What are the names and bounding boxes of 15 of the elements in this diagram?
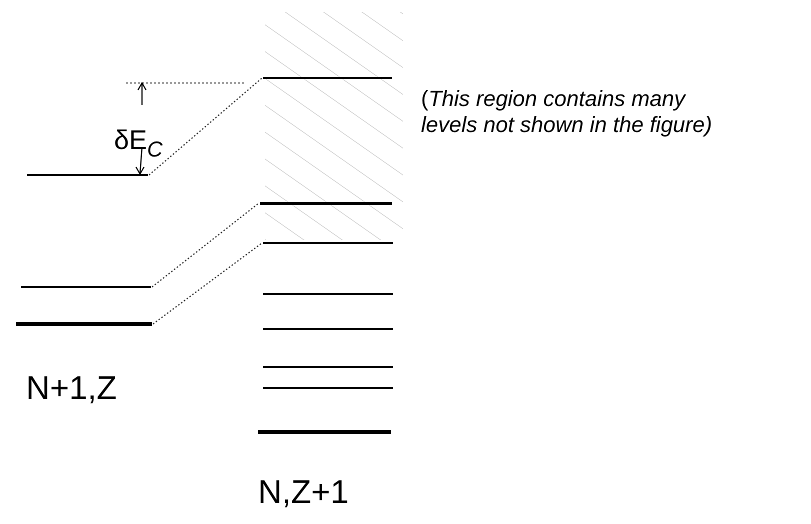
level-label: N+1,Z bbox=[26, 368, 117, 408]
energy-level-line bbox=[263, 77, 392, 79]
energy-level-line bbox=[263, 328, 393, 330]
note-text: (This region contains many levels not shown in the figure) bbox=[421, 86, 713, 139]
energy-level-line bbox=[27, 174, 148, 176]
energy-level-line bbox=[263, 366, 393, 368]
dotted-connector bbox=[152, 242, 262, 324]
energy-level-line bbox=[260, 202, 392, 204]
level-label: N,Z+1 bbox=[258, 472, 349, 512]
dotted-connector bbox=[148, 78, 262, 176]
energy-level-line bbox=[263, 242, 393, 244]
symbol-label: δE$_{C}$ bbox=[114, 124, 163, 162]
energy-level-line bbox=[263, 387, 393, 389]
energy-level-line bbox=[263, 293, 393, 295]
energy-level-line bbox=[21, 286, 151, 288]
